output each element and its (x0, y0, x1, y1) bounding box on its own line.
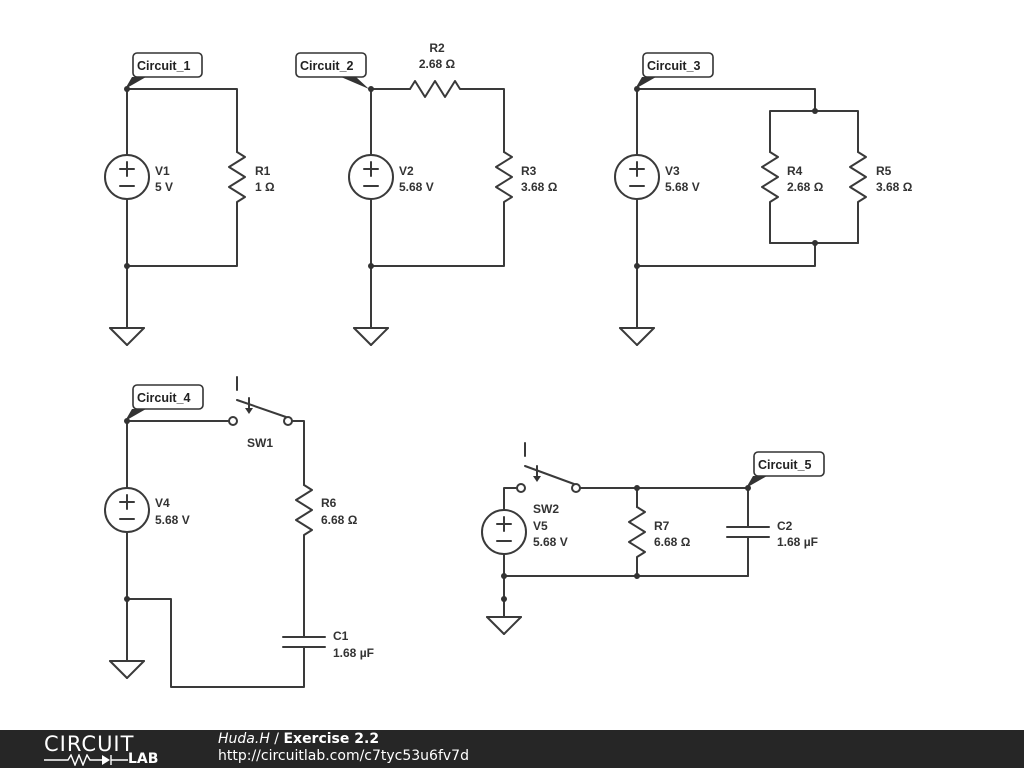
net-tag-label: Circuit_2 (300, 59, 354, 73)
c1-value: 1.68 µF (333, 646, 374, 660)
circuit-title[interactable]: Exercise 2.2 (283, 731, 380, 747)
circuit-1: V1 5 V R1 1 Ω Circuit_1 (104, 52, 275, 346)
r7-name: R7 (654, 519, 670, 533)
r6-name: R6 (321, 496, 337, 510)
circuit-2: V2 5.68 V R2 2.68 Ω R3 3.68 Ω Circuit_2 (295, 41, 558, 346)
r7-value: 6.68 Ω (654, 535, 691, 549)
author-name[interactable]: Huda.H (218, 731, 270, 747)
c2-name: C2 (777, 519, 793, 533)
v5-name: V5 (533, 519, 548, 533)
r2-value: 2.68 Ω (419, 57, 456, 71)
r1-value: 1 Ω (255, 180, 275, 194)
net-tag-label: Circuit_4 (137, 391, 191, 405)
voltage-source-v5[interactable] (481, 509, 527, 555)
circuit-4: V4 5.68 V SW1 R6 6.68 Ω C1 1.68 µF Circu… (104, 376, 374, 688)
v3-name: V3 (665, 164, 680, 178)
logo-waveform-icon (44, 754, 128, 766)
v1-name: V1 (155, 164, 170, 178)
switch-sw1[interactable] (228, 376, 293, 426)
ground-symbol (109, 327, 145, 346)
net-tag-label: Circuit_5 (758, 458, 812, 472)
net-tag-circuit-4[interactable]: Circuit_4 (125, 384, 204, 421)
r5-name: R5 (876, 164, 892, 178)
r4-value: 2.68 Ω (787, 180, 824, 194)
v4-name: V4 (155, 496, 170, 510)
net-tag-circuit-3[interactable]: Circuit_3 (635, 52, 714, 89)
circuit-3: V3 5.68 V R4 2.68 Ω R5 3.68 Ω Circuit_3 (614, 52, 913, 346)
voltage-source-v2[interactable] (348, 154, 394, 200)
ground-symbol (353, 327, 389, 346)
ground-symbol (486, 616, 522, 635)
r2-name: R2 (429, 41, 445, 55)
v5-value: 5.68 V (533, 535, 568, 549)
net-tag-circuit-1[interactable]: Circuit_1 (125, 52, 203, 89)
net-tag-label: Circuit_3 (647, 59, 701, 73)
net-tag-circuit-2[interactable]: Circuit_2 (295, 52, 369, 89)
footer-bar: CIRCUIT LAB Huda.H / Exercise 2.2 http:/… (0, 730, 1024, 768)
schematic-canvas: V1 5 V R1 1 Ω Circuit_1 V2 5.68 V R2 2.6… (104, 41, 913, 688)
credit-block: Huda.H / Exercise 2.2 http://circuitlab.… (218, 731, 469, 765)
r5-value: 3.68 Ω (876, 180, 913, 194)
circuit-5: V5 5.68 V SW2 R7 6.68 Ω C2 1.68 µF Circu… (481, 442, 825, 635)
logo-text-top: CIRCUIT (44, 732, 135, 756)
voltage-source-v4[interactable] (104, 487, 150, 533)
v2-value: 5.68 V (399, 180, 434, 194)
circuitlab-logo[interactable]: CIRCUIT LAB (44, 732, 174, 768)
net-tag-circuit-5[interactable]: Circuit_5 (746, 451, 825, 488)
sw2-name: SW2 (533, 502, 559, 516)
voltage-source-v1[interactable] (104, 154, 150, 200)
r6-value: 6.68 Ω (321, 513, 358, 527)
c1-name: C1 (333, 629, 349, 643)
separator: / (269, 731, 284, 747)
ground-symbol (109, 660, 145, 679)
v4-value: 5.68 V (155, 513, 190, 527)
r1-name: R1 (255, 164, 271, 178)
voltage-source-v3[interactable] (614, 154, 660, 200)
r3-name: R3 (521, 164, 537, 178)
r4-name: R4 (787, 164, 803, 178)
r3-value: 3.68 Ω (521, 180, 558, 194)
circuit-url[interactable]: http://circuitlab.com/c7tyc53u6fv7d (218, 748, 469, 764)
v2-name: V2 (399, 164, 414, 178)
net-tag-label: Circuit_1 (137, 59, 191, 73)
ground-symbol (619, 327, 655, 346)
c2-value: 1.68 µF (777, 535, 818, 549)
logo-text-bottom: LAB (128, 751, 159, 767)
v1-value: 5 V (155, 180, 173, 194)
sw1-name: SW1 (247, 436, 273, 450)
v3-value: 5.68 V (665, 180, 700, 194)
switch-sw2[interactable] (516, 442, 581, 493)
